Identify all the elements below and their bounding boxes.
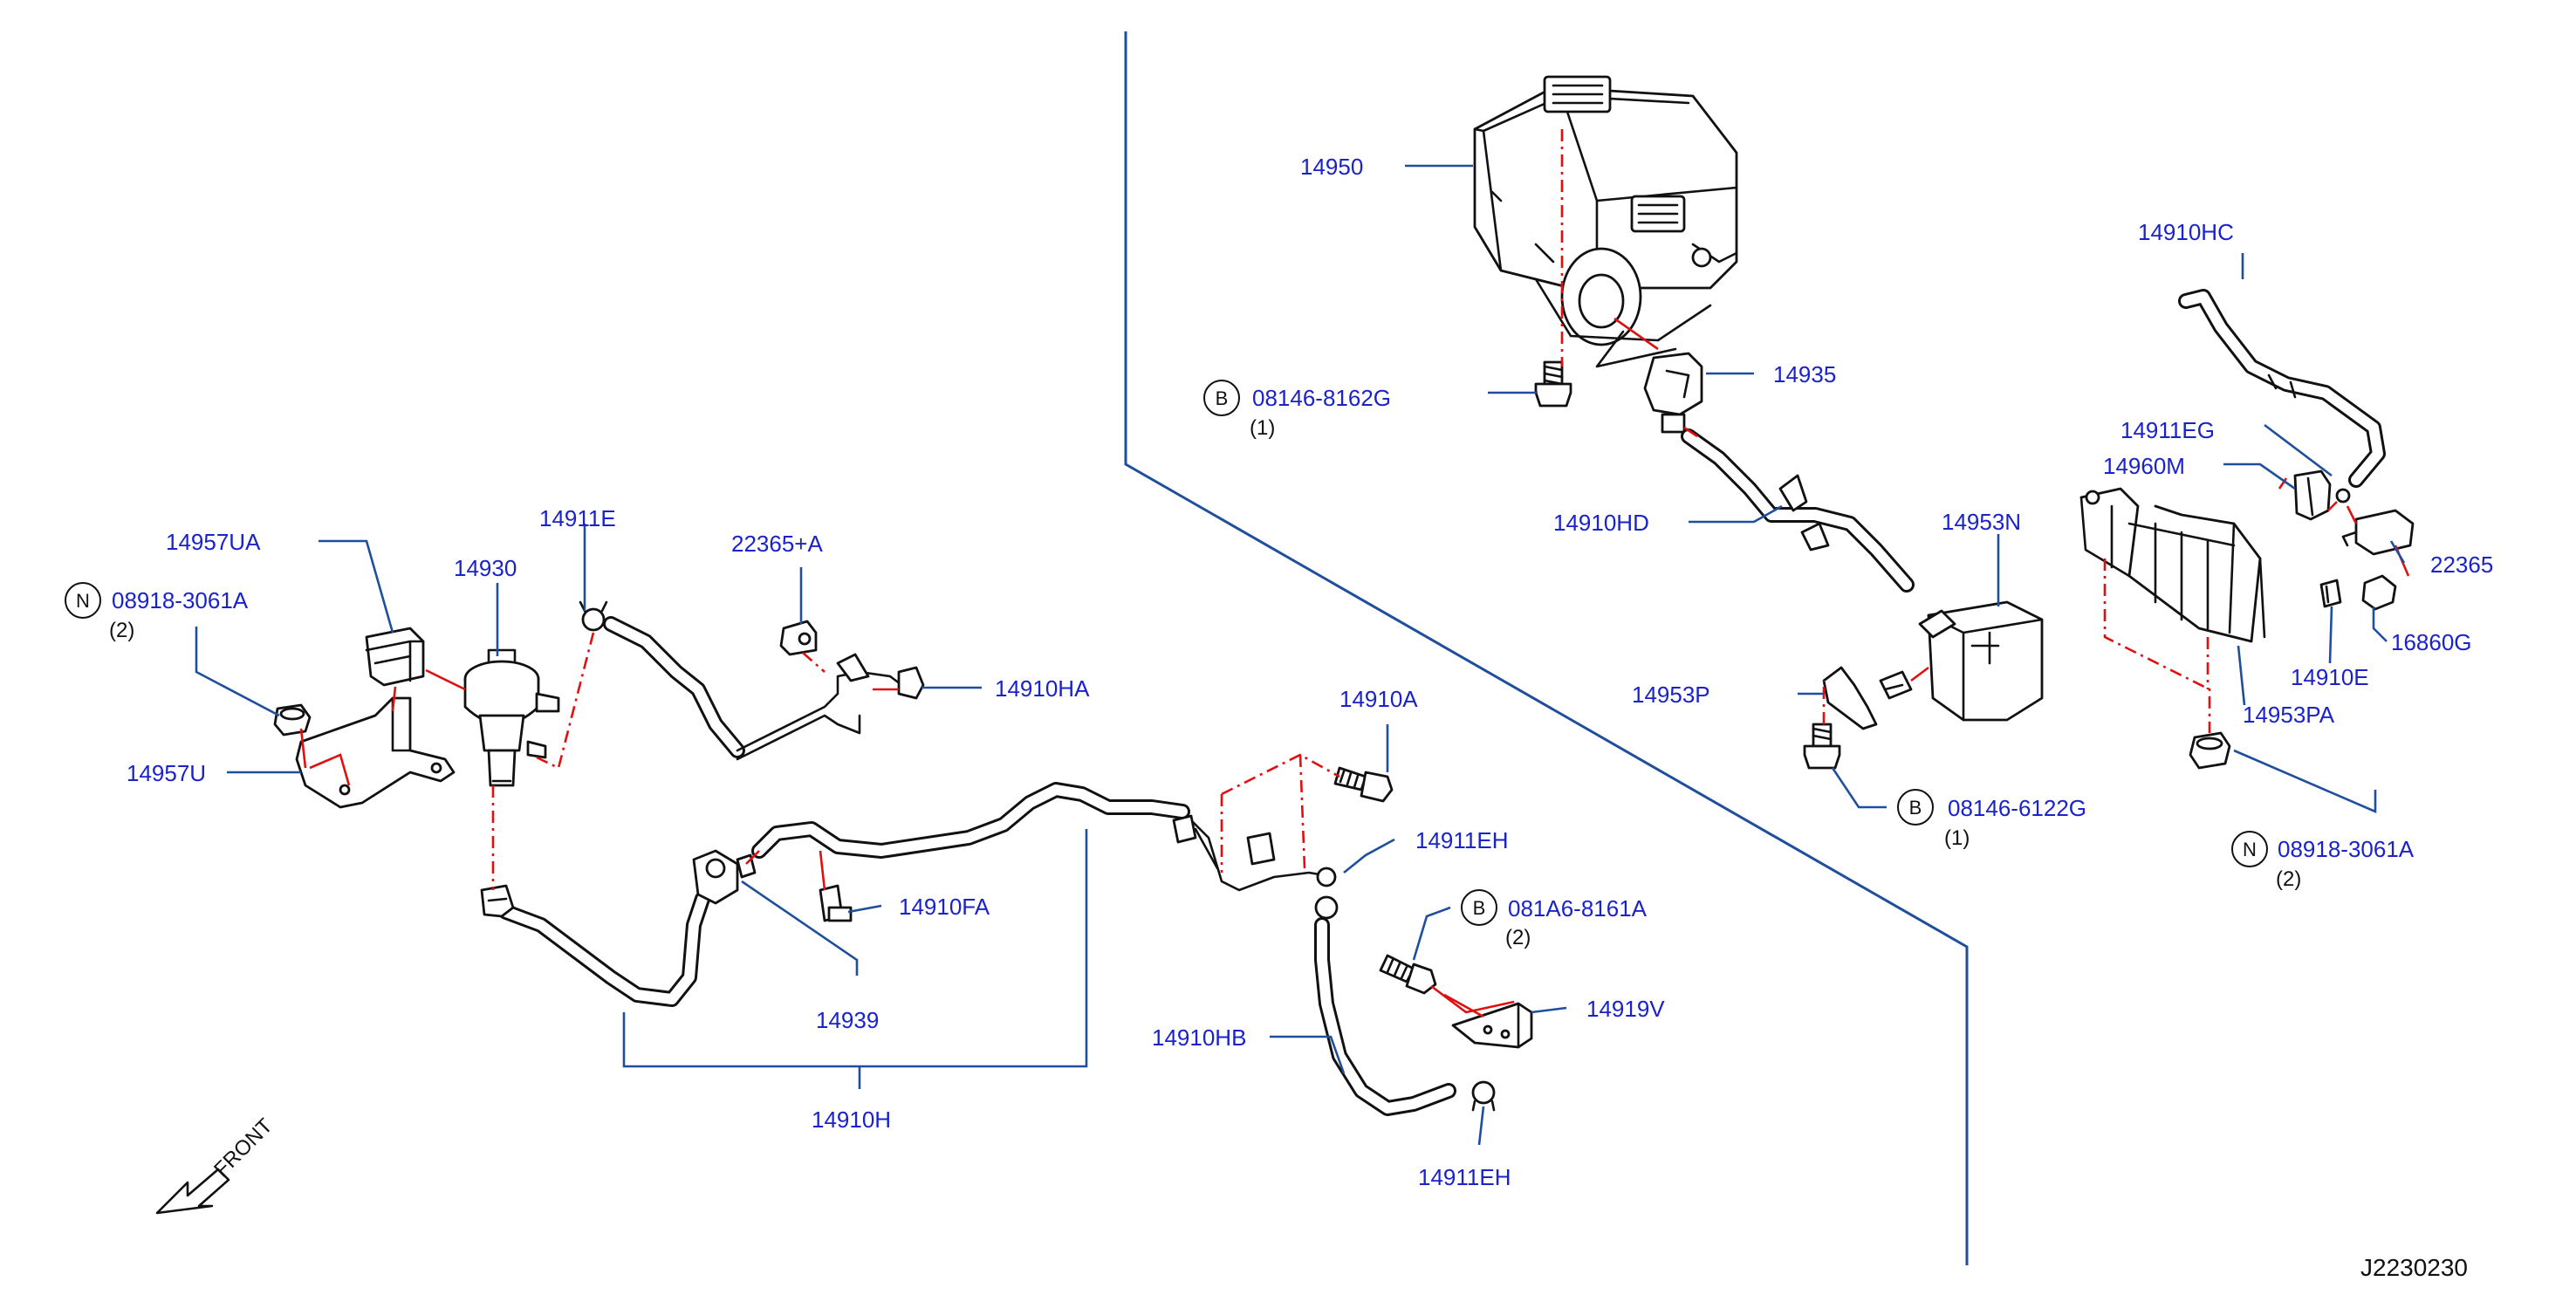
nut-08918-3061a-right-drawing (2189, 731, 2231, 770)
section-divider-line (1124, 31, 1969, 1265)
label-14910hb: 14910HB (1152, 1024, 1246, 1051)
clip-14911eh-bottom-drawing (1471, 1080, 1496, 1112)
clip-14911eh-top-drawing (1314, 895, 1339, 920)
qty-08918-3061a-right: (2) (2276, 867, 2301, 891)
label-14910hd: 14910HD (1553, 510, 1649, 536)
bracket-14957u-drawing (295, 696, 456, 809)
label-14957u: 14957U (127, 760, 206, 786)
label-14910a: 14910A (1339, 686, 1418, 712)
label-14960m: 14960M (2103, 453, 2185, 479)
label-08146-6122g: 08146-6122G (1948, 795, 2086, 821)
label-22365a: 22365+A (731, 531, 823, 557)
cap-16860g-drawing (2361, 574, 2397, 611)
tee-14939-drawing (692, 849, 757, 905)
qty-08146-8162g: (1) (1250, 416, 1275, 440)
label-14911e-upper: 14911E (539, 505, 616, 531)
valve-14935-drawing (1643, 352, 1703, 434)
diagram-id: J2230230 (2360, 1254, 2468, 1281)
clip-14910e-drawing (2319, 579, 2342, 608)
valve-14960m-drawing (2293, 469, 2351, 521)
label-14911eh-upper: 14911EH (1415, 827, 1509, 853)
label-14935: 14935 (1773, 361, 1836, 387)
label-14953n: 14953N (1942, 509, 2021, 535)
bolt-08146-8162g-drawing (1534, 360, 1572, 408)
prefix-08918-3061a-left: N (76, 590, 90, 612)
label-14910hc: 14910HC (2138, 219, 2234, 245)
connector-lower-left-drawing (480, 884, 515, 918)
canister-drawing (1473, 75, 1738, 368)
solenoid-14930-drawing (463, 648, 560, 787)
prefix-08146-8162g: B (1216, 387, 1229, 409)
label-16860g: 16860G (2391, 629, 2472, 655)
clip-22365a-drawing (779, 620, 818, 656)
filter-14953n-drawing (1918, 600, 2044, 722)
label-14911eg: 14911EG (2120, 417, 2215, 443)
assembly-hidden-lines (299, 129, 2410, 1018)
label-14919v: 14919V (1586, 996, 1665, 1022)
front-arrow-icon (155, 1168, 230, 1215)
prefix-08146-6122g: B (1909, 797, 1922, 819)
prefix-circles: B N B N B (65, 380, 2268, 926)
hose-14910h-drawing (498, 782, 1337, 1007)
qty-081a6-8161a: (2) (1505, 926, 1531, 949)
qty-08146-6122g: (1) (1944, 826, 1970, 850)
prefix-08918-3061a-right: N (2243, 839, 2257, 860)
label-14910h: 14910H (812, 1107, 891, 1133)
label-081a6-8161a: 081A6-8161A (1508, 895, 1648, 922)
label-22365: 22365 (2430, 552, 2493, 578)
hose-14910hc-drawing (2178, 289, 2386, 488)
front-label: FRONT (209, 1113, 277, 1182)
label-14953pa: 14953PA (2243, 702, 2335, 728)
label-14910e: 14910E (2291, 664, 2369, 690)
front-direction-indicator: FRONT (155, 1113, 277, 1215)
nut-08918-3061a-left-drawing (273, 703, 312, 737)
label-14930: 14930 (454, 555, 517, 581)
label-08918-3061a-right: 08918-3061A (2278, 836, 2415, 862)
hose-14910hb-drawing (1314, 917, 1456, 1116)
label-14950: 14950 (1300, 154, 1363, 180)
bracket-14953pa-drawing (2079, 487, 2266, 643)
bolt-14910a-drawing (1333, 766, 1394, 803)
label-14910fa: 14910FA (899, 894, 990, 920)
label-14957ua: 14957UA (166, 529, 261, 555)
qty-08918-3061a-left: (2) (109, 619, 134, 642)
leader-lines (195, 164, 2406, 1146)
label-08146-8162g: 08146-8162G (1252, 385, 1391, 411)
sensor-22365-drawing (2341, 509, 2415, 556)
bracket-14919v-drawing (1451, 1002, 1533, 1049)
bracket-14953p-drawing (1822, 666, 1913, 730)
hose-14910ha-drawing (603, 616, 925, 761)
label-14910ha: 14910HA (995, 675, 1090, 702)
bolt-08146-6122g-drawing (1803, 723, 1841, 770)
part-labels: 14950 14910HC 08146-8162G (1) 14935 1491… (109, 154, 2493, 1190)
damper-14957ua-drawing (365, 627, 425, 687)
label-14953p: 14953P (1632, 682, 1710, 708)
prefix-081a6-8161a: B (1473, 897, 1486, 919)
label-08918-3061a-left: 08918-3061A (112, 587, 249, 613)
hose-14910hd-drawing (1681, 428, 1915, 593)
label-14939: 14939 (816, 1007, 879, 1033)
bolt-081a6-8161a-drawing (1379, 954, 1437, 995)
connector-14910fa-drawing (819, 884, 853, 922)
label-14911eh-lower: 14911EH (1418, 1164, 1511, 1190)
